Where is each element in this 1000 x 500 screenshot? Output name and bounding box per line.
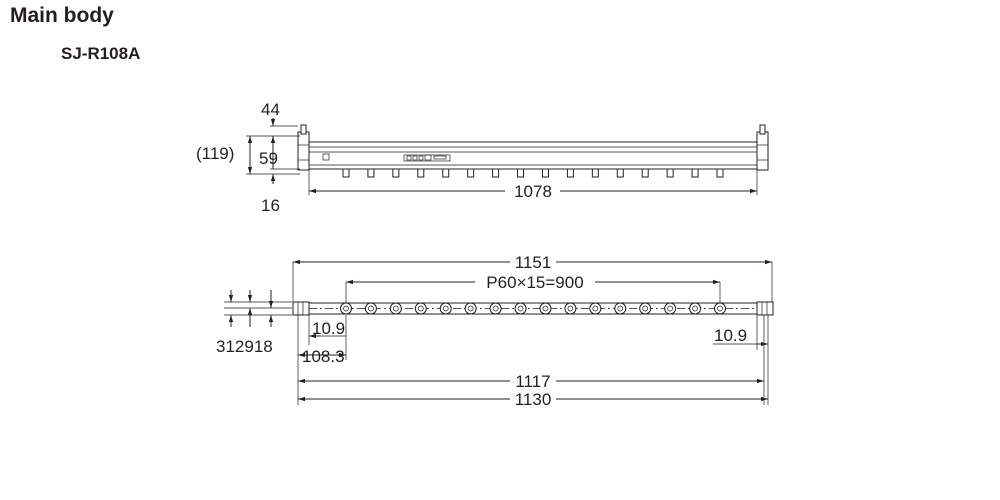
left-bracket (297, 124, 310, 171)
bottom-dim-overall: 1151 (515, 253, 552, 272)
bar-body (308, 141, 758, 170)
electrode-needle (641, 168, 649, 178)
bottom-dim-first-electrode: 108.3 (302, 347, 345, 366)
front-dim-top: 44 (261, 100, 280, 119)
electrode-head (564, 302, 577, 315)
electrode-needle (392, 168, 400, 178)
electrode-tip (667, 305, 673, 312)
electrode-head (364, 302, 377, 315)
right-end-cap (756, 301, 774, 316)
bottom-dim-right-offset: 10.9 (714, 326, 747, 345)
left-end-cap (292, 301, 310, 316)
electrode-needle (541, 168, 549, 178)
electrode-head (589, 302, 602, 315)
electrode-needle (616, 168, 624, 178)
electrode-tip (442, 305, 449, 312)
front-electrodes (342, 168, 724, 178)
electrode-tip (542, 305, 549, 312)
electrode-tip (467, 305, 474, 312)
electrode-tip (492, 305, 499, 312)
control-panel (403, 154, 451, 162)
electrode-head (639, 302, 652, 315)
electrode-tip (417, 305, 424, 312)
electrode-tip (343, 305, 349, 312)
electrode-head (464, 302, 477, 315)
electrode-needle (467, 168, 475, 178)
electrode-tip (617, 305, 624, 312)
electrode-needle (566, 168, 574, 178)
bottom-dim-pitch: P60×15=900 (486, 273, 583, 292)
electrode-tip (692, 305, 698, 312)
electrode-tip (592, 305, 599, 312)
right-bracket (756, 124, 769, 171)
electrode-head (539, 302, 552, 315)
electrode-head (514, 302, 527, 315)
front-dim-bottom: 16 (261, 196, 280, 215)
electrode-head (614, 302, 627, 315)
electrode-tip (393, 305, 399, 312)
power-connector (322, 153, 330, 161)
electrode-needle (517, 168, 525, 178)
front-dim-middle: 59 (259, 149, 278, 168)
electrode-needle (691, 168, 699, 178)
electrode-needle (492, 168, 500, 178)
bottom-dim-left-offset: 10.9 (312, 319, 345, 338)
electrode-head (439, 302, 452, 315)
electrode-needle (367, 168, 375, 178)
electrode-head (389, 302, 402, 315)
electrode-head (714, 302, 726, 315)
electrode-tip (642, 305, 649, 312)
bottom-dim-small: 312918 (216, 337, 273, 356)
electrode-tip (368, 305, 374, 312)
electrode-head (489, 302, 502, 315)
front-view: 44 (119) 59 16 1078 (196, 100, 769, 215)
electrode-tip (717, 305, 723, 312)
electrode-tip (517, 305, 524, 312)
electrode-needle (342, 168, 350, 178)
electrode-head (414, 302, 427, 315)
bottom-view: 1151 P60×15=900 312918 10.9 108.3 1 (216, 253, 774, 409)
electrode-needle (666, 168, 674, 178)
front-dim-total: (119) (196, 144, 234, 163)
model-number: SJ-R108A (61, 44, 141, 63)
electrode-needle (417, 168, 425, 178)
bottom-electrodes (340, 302, 726, 315)
bottom-dim-inner: 1117 (515, 372, 550, 391)
electrode-head (664, 302, 677, 315)
electrode-needle (716, 168, 724, 178)
front-dim-length: 1078 (514, 182, 552, 201)
page-title: Main body (10, 4, 114, 27)
electrode-needle (591, 168, 599, 178)
electrode-tip (567, 305, 574, 312)
bottom-dim-outer: 1130 (515, 390, 552, 409)
electrode-needle (442, 168, 450, 178)
electrode-head (689, 302, 702, 315)
electrode-head (340, 302, 352, 315)
